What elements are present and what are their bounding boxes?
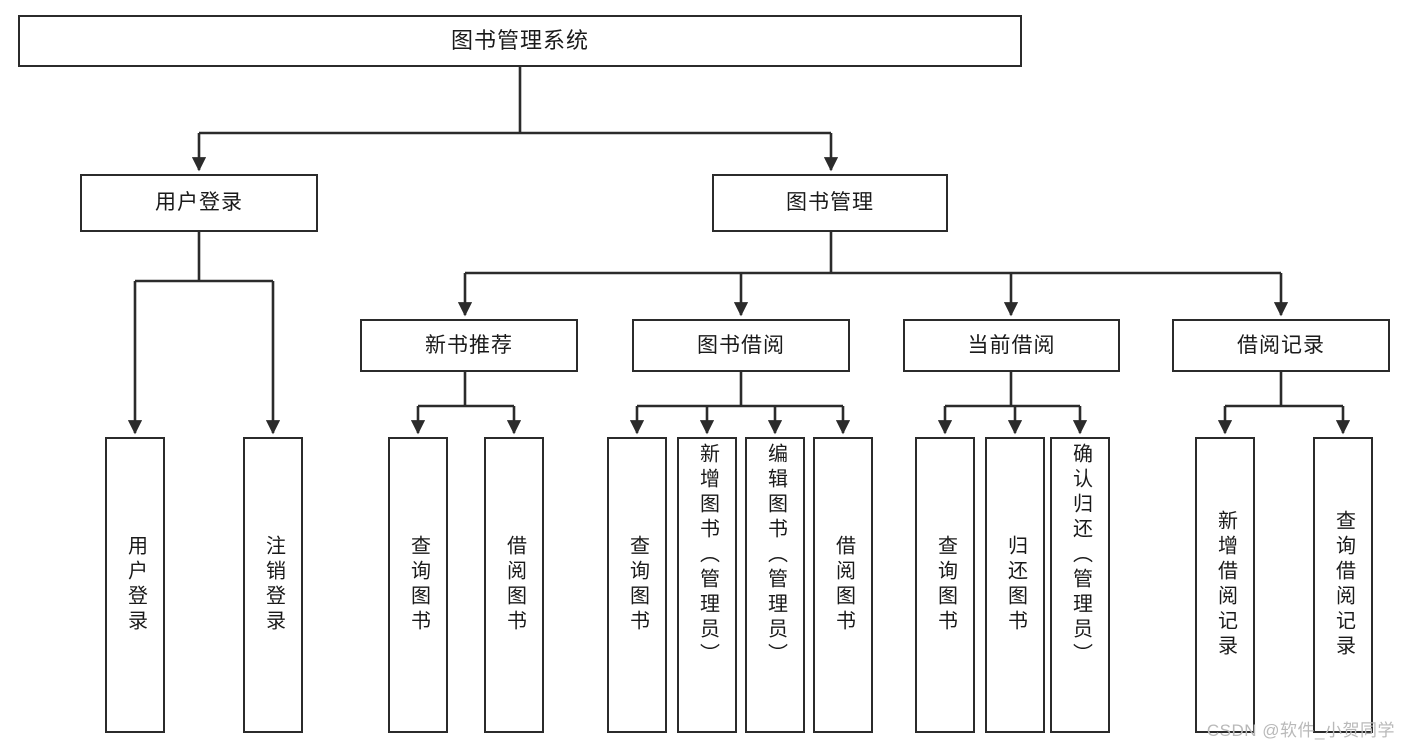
- leaf-query-book-1[interactable]: 查询图书: [388, 437, 448, 733]
- leaf-borrow-book-1[interactable]: 借阅图书: [484, 437, 544, 733]
- leaf-add-record[interactable]: 新增借阅记录: [1195, 437, 1255, 733]
- leaf-return-book[interactable]: 归还图书: [985, 437, 1045, 733]
- leaf-confirm-return[interactable]: 确认归还（管理员）: [1050, 437, 1110, 733]
- leaf-logout[interactable]: 注销登录: [243, 437, 303, 733]
- leaf-user-login[interactable]: 用户登录: [105, 437, 165, 733]
- watermark-text: CSDN @软件_小贺同学: [1206, 721, 1395, 740]
- node-book-manage[interactable]: 图书管理: [712, 174, 948, 232]
- leaf-query-book-2[interactable]: 查询图书: [607, 437, 667, 733]
- leaf-edit-book[interactable]: 编辑图书（管理员）: [745, 437, 805, 733]
- node-new-book-recommend[interactable]: 新书推荐: [360, 319, 578, 372]
- leaf-query-book-3[interactable]: 查询图书: [915, 437, 975, 733]
- node-root[interactable]: 图书管理系统: [18, 15, 1022, 67]
- leaf-add-book[interactable]: 新增图书（管理员）: [677, 437, 737, 733]
- leaf-query-record[interactable]: 查询借阅记录: [1313, 437, 1373, 733]
- leaf-borrow-book-2[interactable]: 借阅图书: [813, 437, 873, 733]
- node-user-login[interactable]: 用户登录: [80, 174, 318, 232]
- node-borrow-record[interactable]: 借阅记录: [1172, 319, 1390, 372]
- node-current-borrow[interactable]: 当前借阅: [903, 319, 1120, 372]
- node-book-borrow[interactable]: 图书借阅: [632, 319, 850, 372]
